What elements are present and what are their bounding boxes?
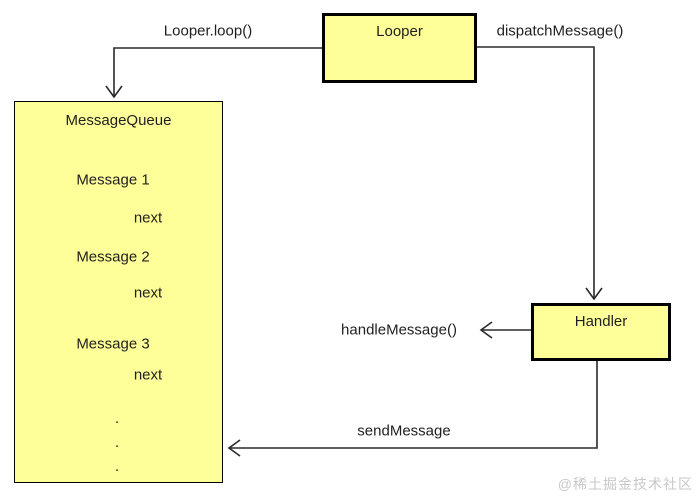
queue-next-label-3: next: [133, 366, 163, 384]
edge-dispatch-message: [477, 46, 603, 301]
queue-item-message-3: Message 3: [76, 335, 150, 353]
handler-node-label: Handler: [574, 313, 628, 330]
queue-item-message-2: Message 2: [76, 248, 150, 266]
handle-message-edge-label: handleMessage(): [341, 321, 457, 339]
edge-send-message: [227, 361, 598, 457]
message-queue-node-label: MessageQueue: [65, 112, 172, 129]
looper-loop-edge-label: Looper.loop(): [163, 22, 253, 40]
edge-looper-loop: [105, 47, 322, 99]
dispatch-message-edge-label: dispatchMessage(): [496, 22, 624, 40]
send-message-edge-label: sendMessage: [357, 422, 451, 440]
queue-item-message-1: Message 1: [76, 171, 150, 189]
message-queue-node: MessageQueue: [14, 101, 223, 483]
looper-node-label: Looper: [376, 23, 423, 40]
queue-ellipsis-dot-1: .: [114, 410, 120, 427]
queue-ellipsis-dot-2: .: [114, 434, 120, 451]
queue-ellipsis-dot-3: .: [114, 458, 120, 475]
queue-next-label-1: next: [133, 209, 163, 227]
looper-node: Looper: [322, 13, 477, 83]
handler-node: Handler: [531, 303, 671, 361]
queue-next-label-2: next: [133, 284, 163, 302]
watermark-text: @稀土掘金技术社区: [557, 476, 693, 492]
